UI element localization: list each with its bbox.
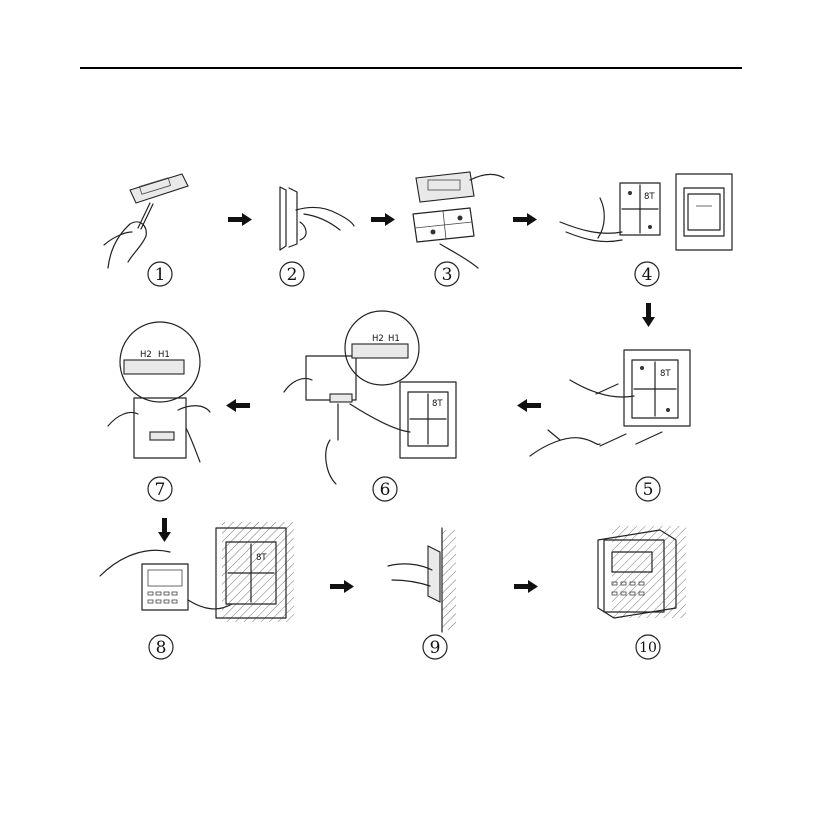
step-label-10: 10 bbox=[636, 635, 660, 659]
step9-illustration bbox=[388, 528, 456, 632]
step-number-9: 9 bbox=[430, 638, 441, 658]
step-label-5: 5 bbox=[636, 477, 660, 501]
terminal-label-h2-step7: H2 bbox=[140, 350, 152, 360]
step-label-7: 7 bbox=[148, 477, 172, 501]
step-label-3: 3 bbox=[435, 262, 459, 286]
arrow-2-3 bbox=[371, 213, 395, 226]
terminal-label-h1-step7: H1 bbox=[158, 350, 170, 360]
terminal-label-h1: H1 bbox=[388, 334, 400, 344]
svg-text:8T: 8T bbox=[660, 369, 671, 379]
step-label-8: 8 bbox=[149, 635, 173, 659]
arrow-4-5 bbox=[642, 303, 655, 327]
step-number-6: 6 bbox=[380, 480, 391, 500]
step3-illustration bbox=[413, 172, 504, 268]
arrow-9-10 bbox=[514, 580, 538, 593]
step-number-3: 3 bbox=[442, 265, 453, 285]
step2-illustration bbox=[280, 187, 354, 250]
arrow-8-9 bbox=[330, 580, 354, 593]
step5-illustration: 8T bbox=[530, 350, 690, 456]
terminal-label-h2: H2 bbox=[372, 334, 384, 344]
step-label-1: 1 bbox=[148, 262, 172, 286]
svg-text:8T: 8T bbox=[644, 192, 655, 202]
step10-illustration bbox=[598, 526, 686, 618]
arrow-5-6 bbox=[517, 399, 541, 412]
step6-illustration: H2 H1 8T bbox=[284, 311, 456, 484]
step-number-7: 7 bbox=[155, 480, 166, 500]
step-label-2: 2 bbox=[280, 262, 304, 286]
step-number-2: 2 bbox=[287, 265, 298, 285]
step-label-6: 6 bbox=[373, 477, 397, 501]
svg-text:8T: 8T bbox=[432, 399, 443, 409]
arrow-6-7 bbox=[226, 399, 250, 412]
arrow-1-2 bbox=[228, 213, 252, 226]
step-number-10: 10 bbox=[639, 640, 657, 656]
arrow-3-4 bbox=[513, 213, 537, 226]
step-number-5: 5 bbox=[643, 480, 654, 500]
step-number-1: 1 bbox=[155, 265, 166, 285]
step-number-4: 4 bbox=[642, 265, 653, 285]
step1-illustration bbox=[104, 174, 188, 268]
step8-illustration: 8T bbox=[100, 522, 294, 622]
step4-illustration: 8T bbox=[560, 174, 732, 250]
step-label-4: 4 bbox=[635, 262, 659, 286]
step-number-8: 8 bbox=[156, 638, 167, 658]
arrow-7-8 bbox=[158, 518, 171, 542]
step7-illustration: H2 H1 bbox=[108, 322, 210, 462]
step-label-9: 9 bbox=[423, 635, 447, 659]
svg-text:8T: 8T bbox=[256, 553, 267, 563]
